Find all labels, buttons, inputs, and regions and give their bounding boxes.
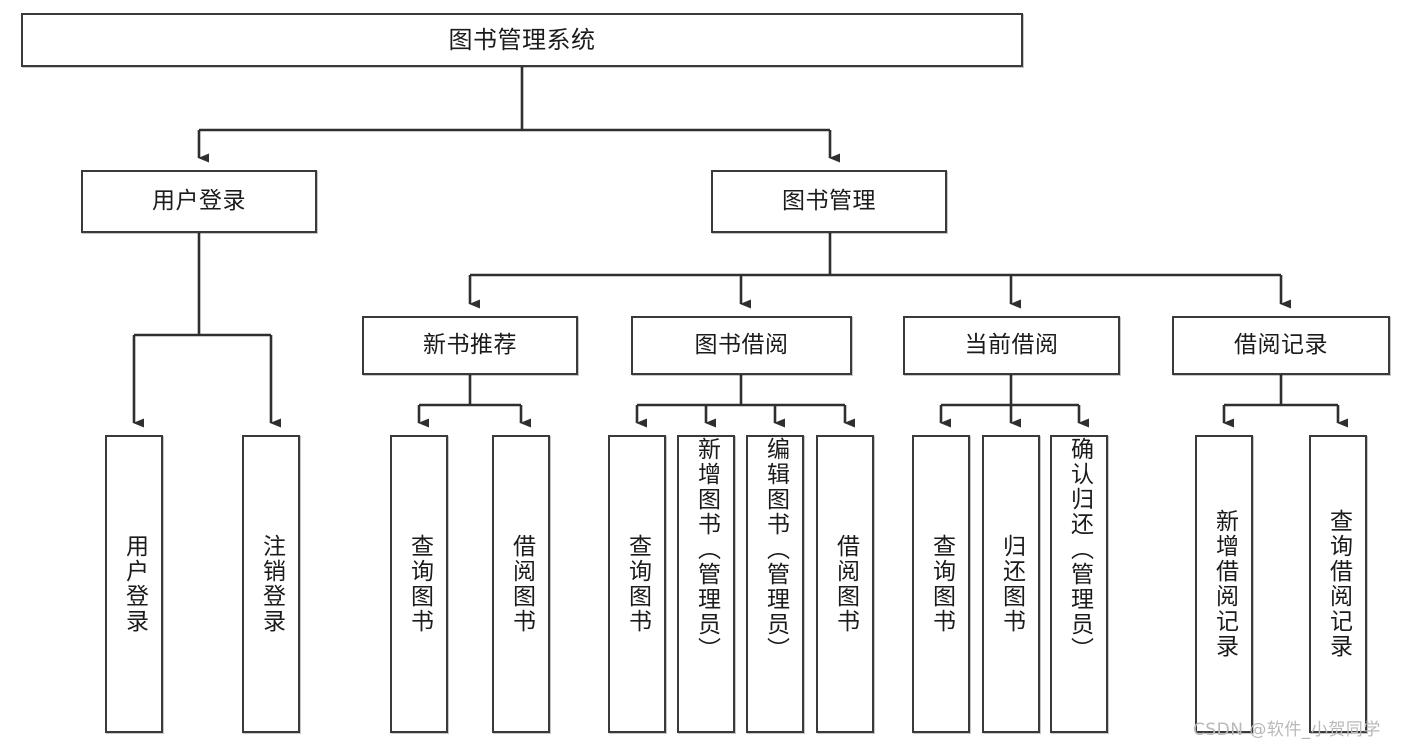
- node-label: 用户登录: [152, 187, 246, 214]
- node-label: 借阅记录: [1234, 331, 1328, 358]
- node-label: 新增借阅记录: [1211, 509, 1238, 659]
- node-leaf-borrow-book[interactable]: 借阅图书: [816, 435, 874, 733]
- node-label: 当前借阅: [964, 331, 1059, 358]
- node-book-management[interactable]: 图书管理: [711, 170, 947, 233]
- node-leaf-borrow-book-recommend[interactable]: 借阅图书: [492, 435, 550, 733]
- node-leaf-query-book-borrow[interactable]: 查询图书: [608, 435, 666, 733]
- node-label: 确认归还（管理员）: [1066, 437, 1093, 662]
- node-leaf-user-login[interactable]: 用户登录: [105, 435, 163, 733]
- node-borrow-record[interactable]: 借阅记录: [1172, 316, 1390, 375]
- node-root-book-management-system[interactable]: 图书管理系统: [21, 13, 1023, 67]
- node-label: 借阅图书: [832, 534, 859, 634]
- node-new-book-recommend[interactable]: 新书推荐: [362, 316, 578, 375]
- node-leaf-confirm-return-admin[interactable]: 确认归还（管理员）: [1050, 435, 1108, 733]
- node-leaf-logout-login[interactable]: 注销登录: [242, 435, 300, 733]
- node-leaf-add-borrow-record[interactable]: 新增借阅记录: [1195, 435, 1253, 733]
- node-label: 注销登录: [258, 534, 285, 634]
- node-label: 查询借阅记录: [1325, 509, 1352, 659]
- node-book-borrow[interactable]: 图书借阅: [631, 316, 852, 375]
- node-label: 查询图书: [624, 534, 651, 634]
- node-label: 图书管理: [782, 187, 876, 214]
- node-label: 借阅图书: [508, 534, 535, 634]
- node-leaf-return-book[interactable]: 归还图书: [982, 435, 1040, 733]
- node-label: 新增图书（管理员）: [693, 437, 720, 662]
- node-leaf-edit-book-admin[interactable]: 编辑图书（管理员）: [746, 435, 804, 733]
- node-label: 查询图书: [406, 534, 433, 634]
- node-leaf-add-book-admin[interactable]: 新增图书（管理员）: [677, 435, 735, 733]
- node-leaf-query-book-current[interactable]: 查询图书: [912, 435, 970, 733]
- node-leaf-query-borrow-record[interactable]: 查询借阅记录: [1309, 435, 1367, 733]
- node-label: 图书借阅: [694, 331, 789, 358]
- node-leaf-query-book-recommend[interactable]: 查询图书: [390, 435, 448, 733]
- node-label: 归还图书: [998, 534, 1025, 634]
- csdn-watermark: CSDN @软件_小贺同学: [1193, 720, 1381, 740]
- node-label: 新书推荐: [423, 331, 517, 358]
- node-label: 用户登录: [121, 534, 148, 634]
- node-label: 查询图书: [928, 534, 955, 634]
- node-user-login[interactable]: 用户登录: [81, 170, 317, 233]
- node-label: 编辑图书（管理员）: [762, 437, 789, 662]
- node-label: 图书管理系统: [448, 25, 596, 54]
- node-current-borrow[interactable]: 当前借阅: [903, 316, 1120, 375]
